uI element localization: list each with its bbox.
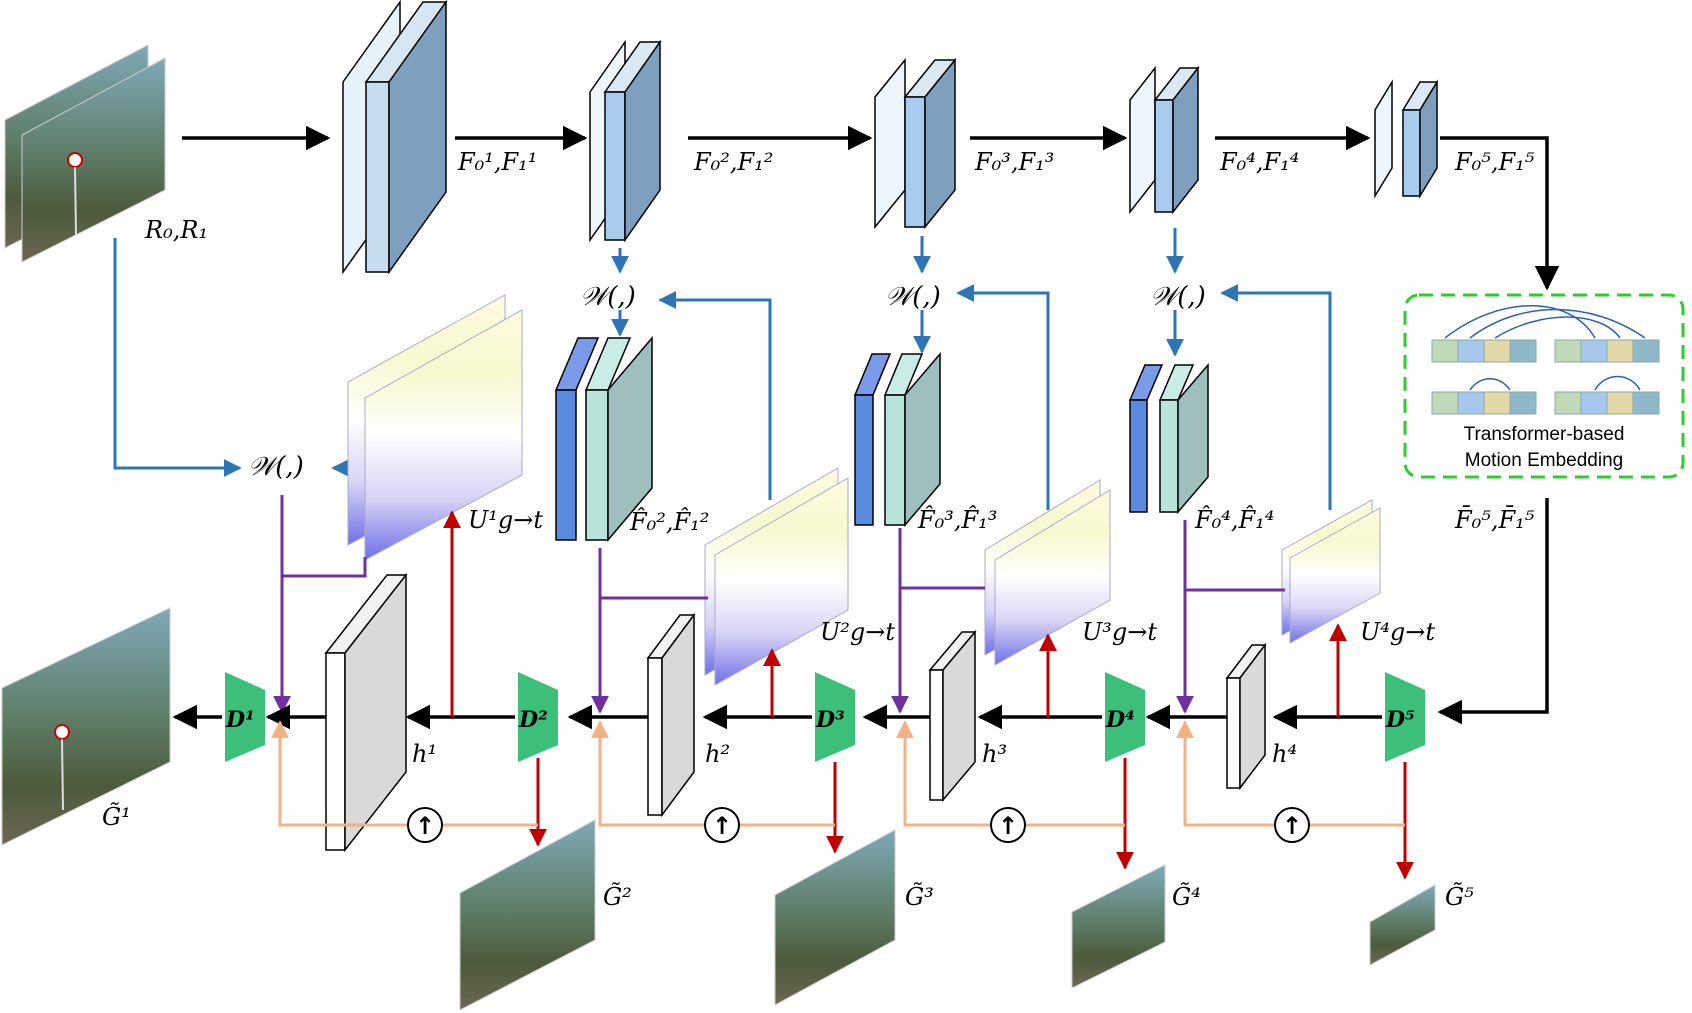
hidden-label-2: h² [705,740,730,768]
warp-node-1: 𝒲(,) [248,452,304,482]
uncertainty-label-1: U¹g→t [468,506,543,534]
hidden-state-1 [326,575,406,850]
decoder-2: D² [518,672,558,762]
upsample-icon: ↑ [998,812,1018,840]
warped-feature-block-3 [855,354,940,525]
transformer-motion-embedding: Transformer-based Motion Embedding [1405,295,1683,477]
feature-label-5: F₀⁵,F₁⁵ [1454,148,1535,176]
encoder-block-2 [590,42,660,240]
encoder-block-3 [875,60,955,227]
uncertainty-label-3: U³g→t [1082,618,1157,646]
decoder-label-5: D⁵ [1385,707,1415,733]
hidden-state-3 [930,632,975,800]
upsample-op-4: ↑ [1275,808,1309,842]
upsample-op-2: ↑ [705,808,739,842]
output-label-5: G̃⁵ [1445,883,1474,911]
transformer-title-line1: Transformer-based [1464,424,1625,445]
hidden-label-4: h⁴ [1272,740,1297,768]
warped-label-2: F̂₀²,F̂₁² [629,508,709,536]
decoder-label-4: D⁴ [1105,707,1135,733]
upsample-op-1: ↑ [408,808,442,842]
hidden-state-4 [1227,645,1265,788]
feature-label-4: F₀⁴,F₁⁴ [1219,148,1299,176]
output-label-4: G̃⁴ [1172,883,1201,911]
output-frame-3 [775,830,895,1005]
output-label-3: G̃³ [905,883,934,911]
decoder-4: D⁴ [1105,672,1145,762]
warp-node-3: 𝒲(,) [885,282,941,312]
input-frames [5,45,165,262]
upsample-icon: ↑ [1282,812,1302,840]
token-row-1 [1432,306,1659,362]
output-label-2: G̃² [603,883,632,911]
upsample-op-3: ↑ [991,808,1025,842]
hidden-state-2 [648,615,694,815]
decoder-label-1: D¹ [225,707,255,733]
token-row-2 [1432,377,1659,415]
transformer-output-label: F̄₀⁵,F̄₁⁵ [1454,506,1535,534]
encoder-block-1 [343,2,446,272]
warped-label-3: F̂₀³,F̂₁³ [917,506,997,534]
encoder-block-5 [1375,82,1437,196]
decoder-label-2: D² [518,707,548,733]
warp-node-4: 𝒲(,) [1150,282,1206,312]
warp-node-2: 𝒲(,) [580,282,636,312]
transformer-title-line2: Motion Embedding [1465,450,1623,471]
decoder-3: D³ [815,672,855,762]
input-label: R₀,R₁ [144,216,208,244]
hidden-label-1: h¹ [412,740,437,768]
feature-label-2: F₀²,F₁² [693,148,773,176]
upsample-icon: ↑ [712,812,732,840]
output-frame-2 [460,820,595,1010]
feature-label-3: F₀³,F₁³ [974,148,1054,176]
upsample-icon: ↑ [415,812,435,840]
uncertainty-map-2 [705,468,848,685]
encoder-block-4 [1130,68,1198,212]
warped-label-4: F̂₀⁴,F̂₁⁴ [1194,506,1274,534]
decoder-label-3: D³ [815,707,845,733]
output-frame-1 [2,608,170,845]
decoder-1: D¹ [225,672,265,762]
uncertainty-label-2: U²g→t [820,618,895,646]
hidden-label-3: h³ [982,740,1007,768]
output-label-1: G̃¹ [102,803,131,831]
warped-feature-block-4 [1130,365,1208,512]
feature-label-1: F₀¹,F₁¹ [457,148,537,176]
output-frame-5 [1370,885,1435,965]
decoder-5: D⁵ [1385,672,1425,762]
output-frame-4 [1072,865,1165,988]
uncertainty-label-4: U⁴g→t [1360,618,1435,646]
